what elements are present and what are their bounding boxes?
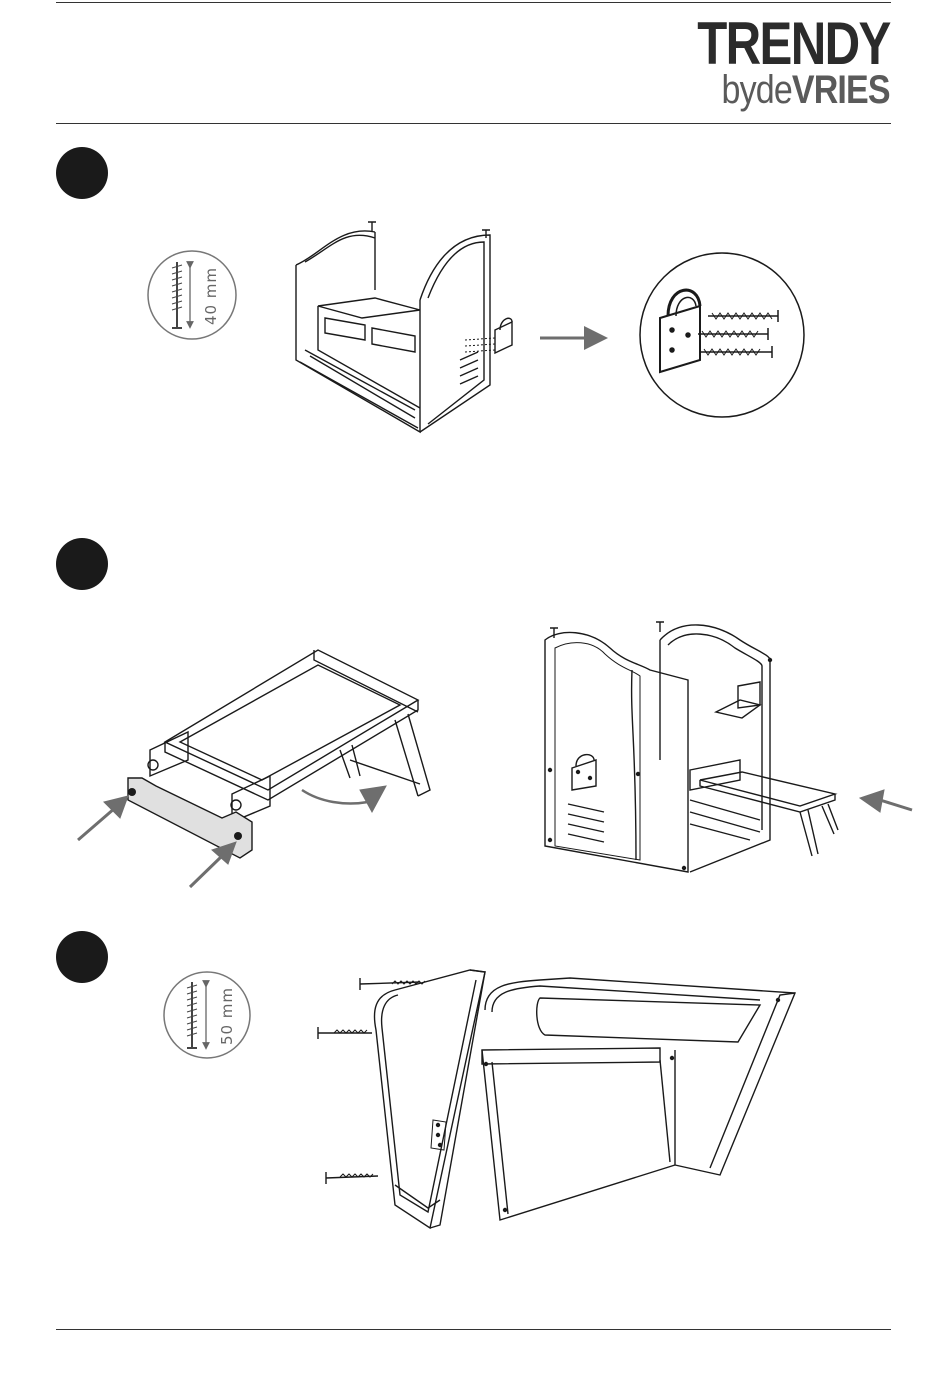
screw-40mm-badge: 40 mm (148, 251, 236, 339)
cabinet-drawing (296, 222, 512, 432)
table-drawing (148, 650, 430, 822)
screw-length-label-2: 50 mm (218, 987, 236, 1045)
screw-length-label: 40 mm (202, 267, 220, 325)
side-panel-drawing (318, 970, 485, 1228)
screw-50mm-badge: 50 mm (164, 972, 250, 1058)
step-1-arrow (540, 326, 608, 350)
footer-rule (56, 1329, 891, 1330)
bracket-detail (640, 253, 804, 417)
roof-panel-drawing (482, 978, 795, 1220)
assembled-unit-drawing (545, 622, 838, 872)
